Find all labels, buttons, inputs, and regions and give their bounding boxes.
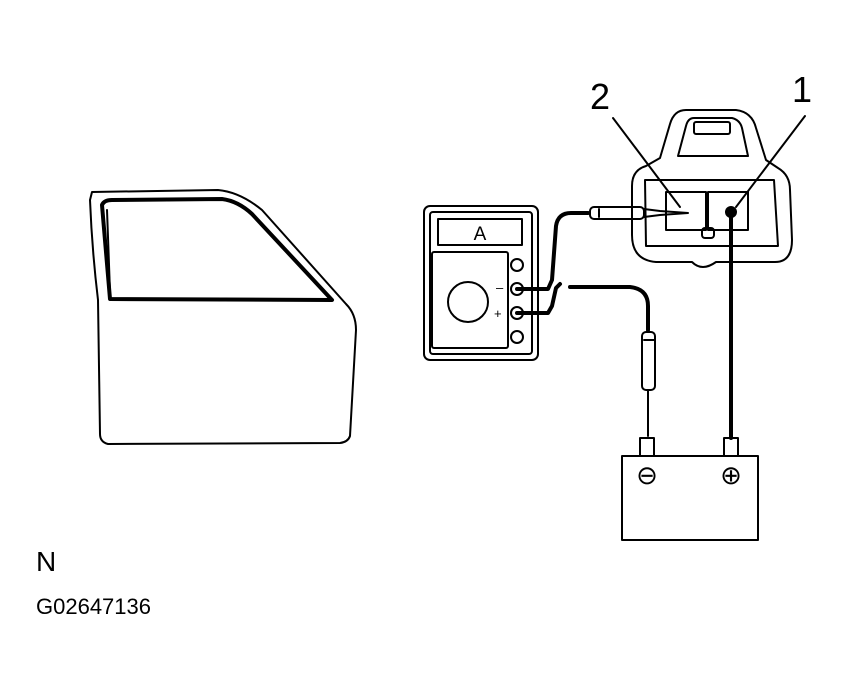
battery-negative-post [639, 437, 655, 457]
ammeter-dial [447, 281, 489, 323]
ammeter-display [437, 218, 523, 246]
connector [631, 109, 793, 268]
probe-to-battery [641, 331, 656, 437]
battery: ⊖ ⊕ [621, 437, 759, 541]
battery-positive-icon: ⊕ [720, 460, 742, 490]
terminal-1-label: 1 [792, 69, 812, 110]
ammeter-plus-label: + [494, 306, 502, 321]
lead-to-terminal-2 [515, 211, 590, 291]
ammeter: A – + [423, 205, 539, 361]
ammeter-minus-label: – [496, 280, 504, 295]
ammeter-unit-label: A [474, 224, 487, 245]
ammeter-jacks [510, 258, 524, 344]
figure-code: G02647136 [36, 594, 151, 619]
car-door [89, 189, 357, 445]
probe-to-connector [589, 206, 689, 220]
terminal-1-point [725, 206, 737, 218]
battery-positive-post [723, 437, 739, 457]
terminal-callouts: 2 1 [590, 69, 812, 208]
terminal-2-label: 2 [590, 76, 610, 117]
door-window-frame [100, 197, 334, 302]
lead-to-battery-negative [568, 285, 650, 332]
battery-negative-icon: ⊖ [636, 460, 658, 490]
lead-plus [515, 282, 562, 315]
figure-letter: N [36, 546, 57, 577]
